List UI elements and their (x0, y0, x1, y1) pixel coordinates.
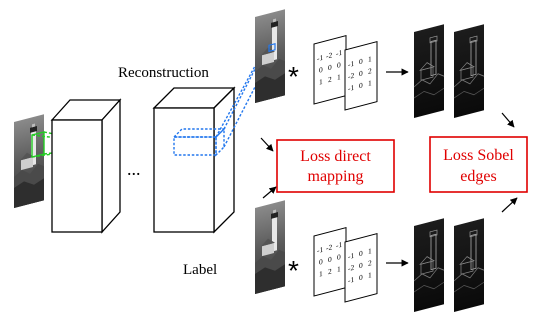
feature-block-2 (152, 86, 236, 234)
arrow-recon-to-direct-loss (260, 137, 274, 152)
svg-text:0: 0 (319, 257, 323, 267)
svg-text:1: 1 (368, 246, 372, 256)
svg-text:0: 0 (359, 68, 363, 78)
svg-text:0: 0 (328, 254, 332, 264)
svg-text:1: 1 (368, 78, 372, 88)
svg-text:0: 0 (359, 80, 363, 90)
edge-map-top-2 (453, 23, 485, 119)
svg-text:2: 2 (328, 266, 332, 276)
svg-text:-1: -1 (348, 251, 354, 262)
svg-text:1: 1 (319, 77, 323, 87)
svg-text:-2: -2 (348, 71, 354, 82)
convolution-symbol-top: * (288, 61, 299, 92)
svg-text:1: 1 (368, 54, 372, 64)
svg-text:-1: -1 (317, 245, 323, 256)
svg-text:1: 1 (319, 269, 323, 279)
edge-map-top-1 (413, 23, 445, 119)
svg-text:-1: -1 (348, 59, 354, 70)
arrow-edges-bottom-to-sobel-loss (501, 197, 518, 213)
svg-text:-1: -1 (348, 83, 354, 94)
edge-map-bottom-2 (453, 217, 485, 313)
svg-text:-1: -1 (336, 48, 342, 59)
reconstruction-image (255, 9, 285, 104)
loss-sobel-edges-box: Loss Sobel edges (429, 136, 528, 193)
svg-text:2: 2 (368, 66, 372, 76)
svg-text:0: 0 (359, 272, 363, 282)
svg-text:1: 1 (337, 264, 341, 274)
label-label: Label (183, 262, 217, 278)
reconstruction-label: Reconstruction (118, 65, 209, 81)
svg-text:1: 1 (337, 72, 341, 82)
svg-text:0: 0 (359, 260, 363, 270)
svg-text:-1: -1 (336, 240, 342, 251)
svg-text:-1: -1 (317, 53, 323, 64)
svg-text:0: 0 (319, 65, 323, 75)
ellipsis: ... (127, 159, 141, 179)
edge-map-bottom-1 (413, 217, 445, 313)
loss-sobel-line-1: Loss Sobel (443, 147, 514, 164)
svg-text:0: 0 (359, 248, 363, 258)
input-image (14, 114, 44, 208)
svg-text:2: 2 (328, 74, 332, 84)
svg-text:-2: -2 (348, 263, 354, 274)
svg-text:-1: -1 (348, 275, 354, 286)
svg-text:2: 2 (368, 258, 372, 268)
svg-text:0: 0 (337, 252, 341, 262)
svg-text:0: 0 (328, 62, 332, 72)
loss-direct-mapping-box: Loss direct mapping (276, 139, 395, 193)
label-image (255, 200, 285, 294)
svg-text:0: 0 (337, 60, 341, 70)
convolution-symbol-bottom: * (288, 255, 299, 286)
svg-text:1: 1 (368, 270, 372, 280)
feature-block-1 (50, 98, 122, 234)
arrow-label-to-direct-loss (262, 186, 277, 199)
svg-text:0: 0 (359, 56, 363, 66)
arrow-edges-top-to-sobel-loss (501, 112, 515, 128)
loss-sobel-line-2: edges (460, 168, 496, 185)
loss-direct-line-2: mapping (308, 168, 364, 185)
svg-text:-2: -2 (326, 50, 332, 61)
loss-direct-line-1: Loss direct (300, 148, 371, 165)
svg-text:-2: -2 (326, 242, 332, 253)
